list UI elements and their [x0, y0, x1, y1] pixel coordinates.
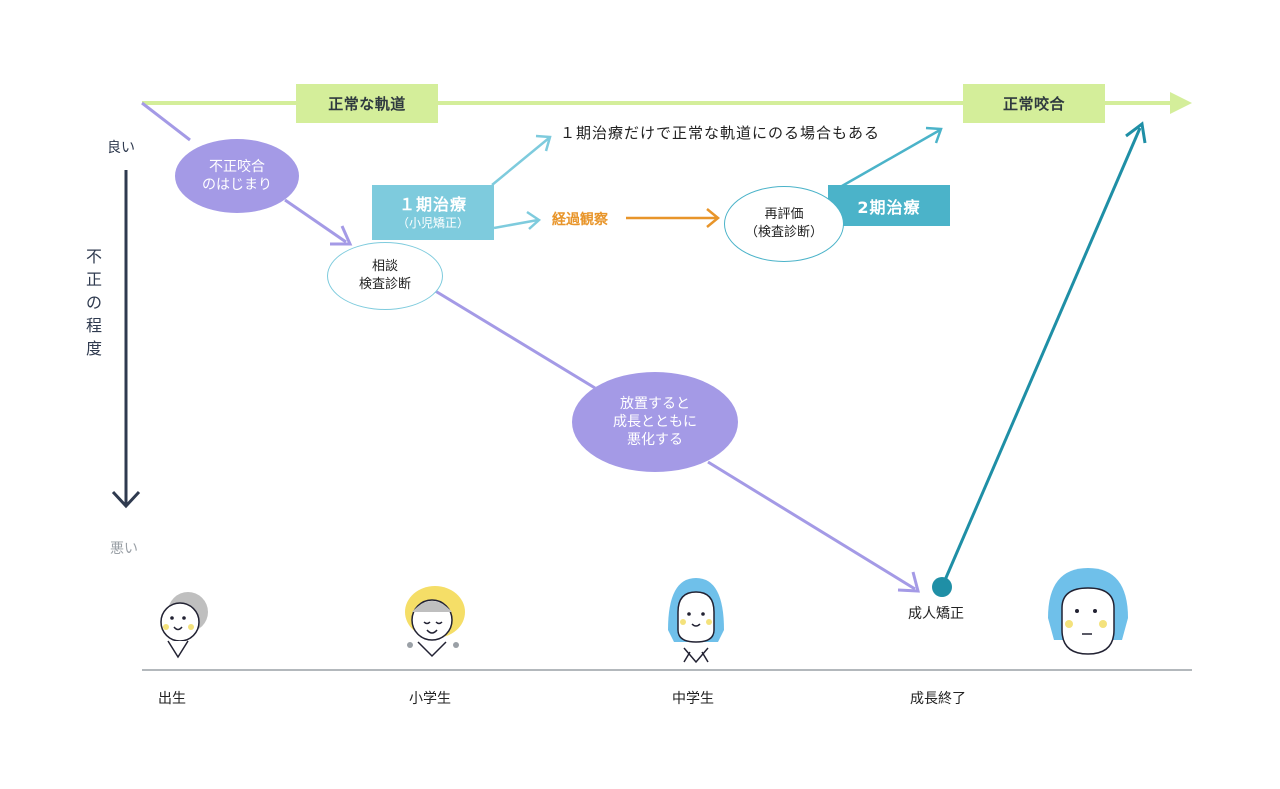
junior-high-illustration	[668, 578, 724, 662]
normal-track-arrowhead	[1170, 92, 1192, 114]
ellipse-line: 成長とともに	[613, 413, 697, 431]
phase2-treatment-box: 2期治療	[828, 185, 950, 226]
severity-axis-label: 不 正 の 程 度	[84, 245, 104, 360]
timeline-label-birth: 出生	[158, 688, 186, 708]
severity-char: 度	[84, 337, 104, 360]
severity-char: の	[84, 291, 104, 314]
malocclusion-start-ellipse: 不正咬合 のはじまり	[175, 139, 299, 213]
phase1-title: １期治療	[399, 195, 467, 215]
elementary-illustration	[405, 586, 465, 656]
adult-orthodontics-label: 成人矯正	[908, 603, 964, 623]
adult-illustration	[1048, 568, 1128, 654]
phase1-subtitle: （小児矯正）	[397, 215, 469, 231]
severity-char: 程	[84, 314, 104, 337]
baby-illustration	[161, 592, 208, 657]
reevaluation-ellipse: 再評価 （検査診断）	[724, 186, 844, 262]
ellipse-line: 放置すると	[620, 395, 690, 413]
ellipse-line: 再評価	[764, 206, 803, 224]
bad-label: 悪い	[110, 538, 138, 558]
ellipse-line: 不正咬合	[209, 158, 265, 176]
normal-track-box: 正常な軌道	[296, 84, 438, 123]
ellipse-line: 相談	[372, 258, 398, 276]
timeline-label-elementary: 小学生	[409, 688, 451, 708]
ellipse-line: 検査診断	[359, 276, 411, 294]
adult-start-dot	[932, 577, 952, 597]
good-label: 良い	[107, 137, 135, 157]
phase1-treatment-box: １期治療 （小児矯正）	[372, 185, 494, 240]
ellipse-line: （検査診断）	[745, 224, 823, 242]
observation-label: 経過観察	[552, 209, 608, 229]
timeline-label-junior-high: 中学生	[672, 688, 714, 708]
worsening-ellipse: 放置すると 成長とともに 悪化する	[572, 372, 738, 472]
ellipse-line: のはじまり	[202, 176, 272, 194]
ellipse-line: 悪化する	[627, 431, 683, 449]
normal-occlusion-box: 正常咬合	[963, 84, 1105, 123]
severity-char: 不	[84, 245, 104, 268]
phase1-only-note: １期治療だけで正常な軌道にのる場合もある	[560, 122, 880, 143]
timeline-label-growth-end: 成長終了	[910, 688, 966, 708]
consultation-ellipse: 相談 検査診断	[327, 242, 443, 310]
severity-char: 正	[84, 268, 104, 291]
